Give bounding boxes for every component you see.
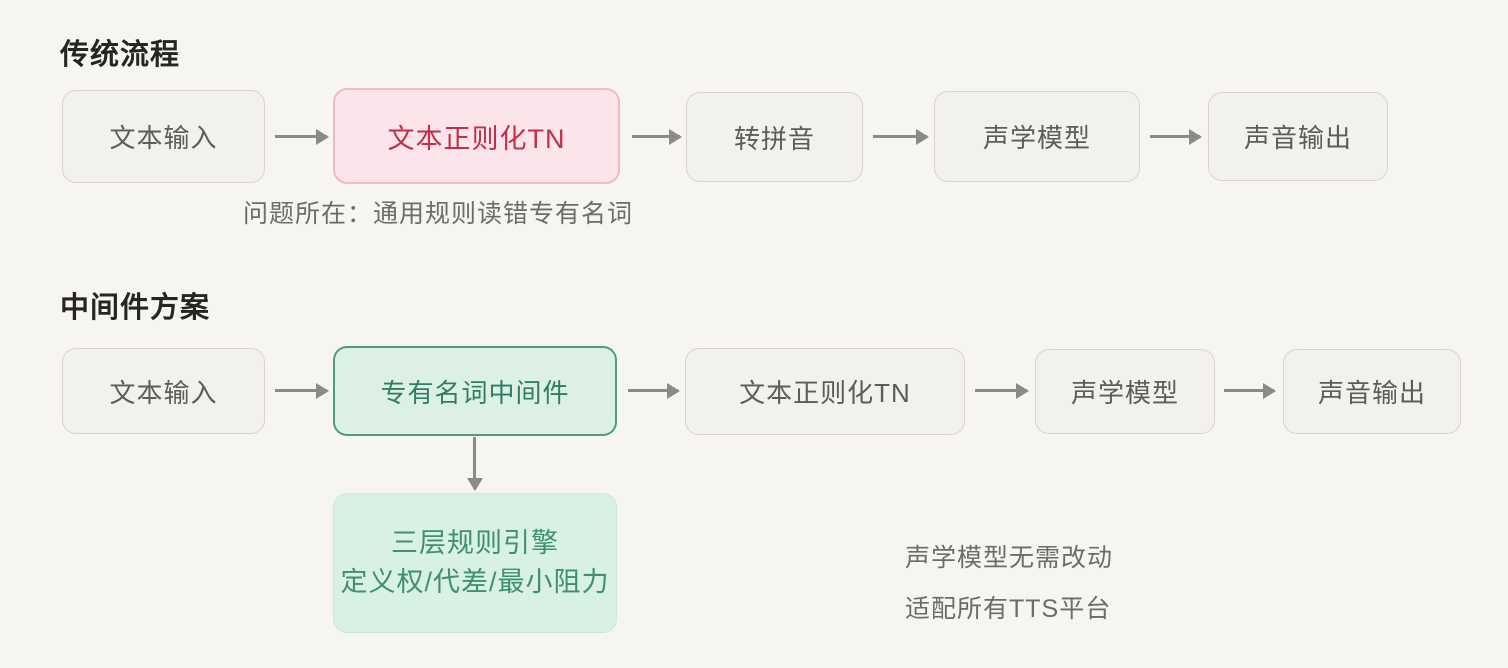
caption-traditional-problem: 问题所在：通用规则读错专有名词: [243, 200, 634, 228]
node-text-normalization-traditional[interactable]: 文本正则化TN: [333, 88, 620, 184]
rule-engine-title: 三层规则引擎: [391, 527, 559, 558]
arrow-traditional-3: [873, 135, 927, 138]
note-tts-compatibility: 适配所有TTS平台: [905, 595, 1112, 623]
node-rule-engine[interactable]: 三层规则引擎 定义权/代差/最小阻力: [333, 493, 617, 633]
node-to-pinyin-traditional[interactable]: 转拼音: [686, 92, 863, 182]
arrow-middleware-1: [275, 389, 327, 392]
note-no-acoustic-change: 声学模型无需改动: [905, 544, 1114, 572]
node-text-normalization-middleware[interactable]: 文本正则化TN: [685, 348, 965, 435]
node-acoustic-model-middleware[interactable]: 声学模型: [1035, 349, 1215, 434]
arrow-traditional-4: [1150, 135, 1200, 138]
arrow-middleware-to-rule-engine: [473, 437, 476, 489]
node-audio-output-middleware[interactable]: 声音输出: [1283, 349, 1461, 434]
node-audio-output-traditional[interactable]: 声音输出: [1208, 92, 1388, 181]
arrow-traditional-1: [275, 135, 327, 138]
node-text-input-middleware[interactable]: 文本输入: [62, 348, 265, 434]
arrow-middleware-4: [1224, 389, 1274, 392]
section-title-middleware: 中间件方案: [60, 292, 211, 324]
node-acoustic-model-traditional[interactable]: 声学模型: [934, 91, 1140, 182]
arrow-middleware-3: [975, 389, 1027, 392]
node-proper-noun-middleware[interactable]: 专有名词中间件: [333, 346, 617, 436]
arrow-traditional-2: [632, 135, 680, 138]
node-text-input-traditional[interactable]: 文本输入: [62, 90, 265, 183]
arrow-middleware-2: [628, 389, 678, 392]
section-title-traditional: 传统流程: [60, 39, 181, 71]
rule-engine-subtitle: 定义权/代差/最小阻力: [340, 567, 610, 597]
